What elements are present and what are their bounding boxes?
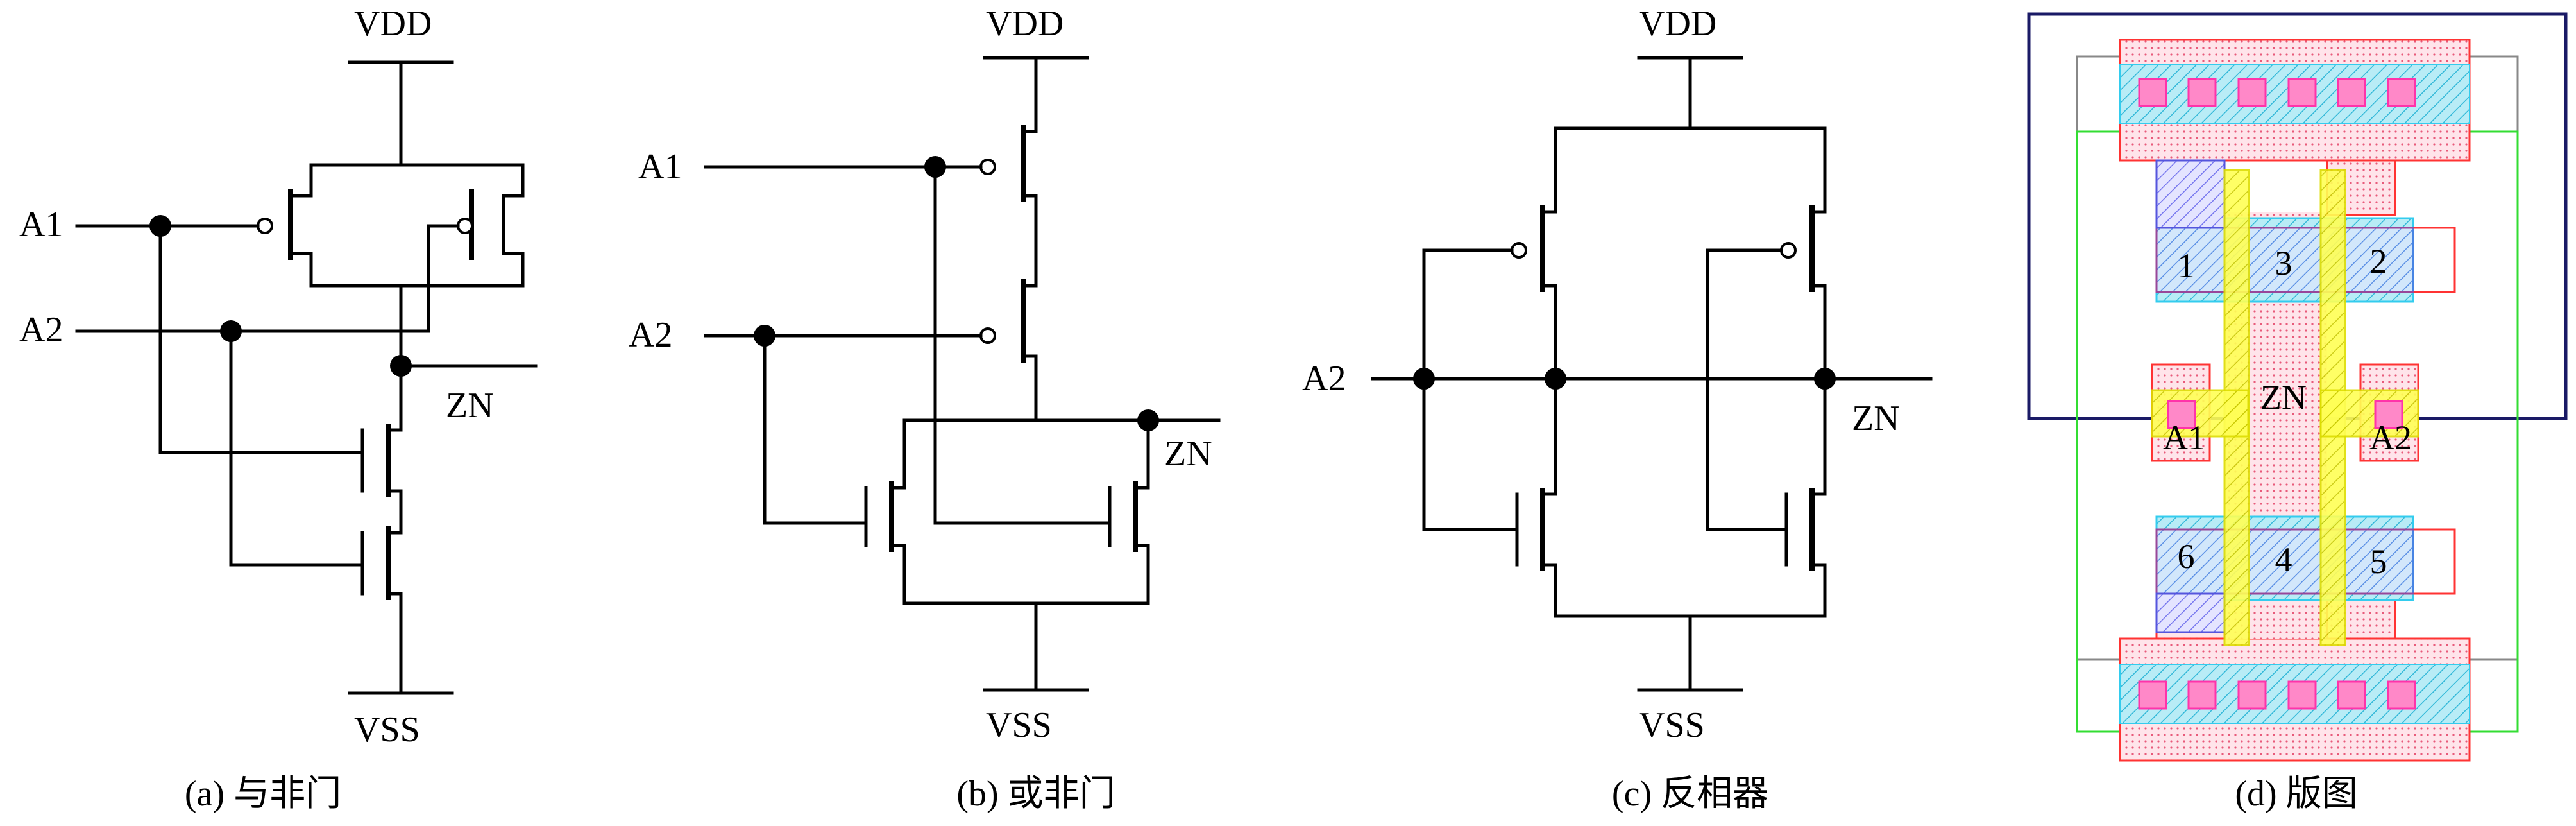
layout-caption: (d) 版图	[2235, 774, 2357, 814]
nand-caption: (a) 与非门	[185, 774, 341, 814]
region-label-3: 3	[2275, 244, 2292, 282]
region-label-4: 4	[2275, 540, 2292, 579]
nand-in2-label: A2	[19, 310, 63, 350]
inverter-caption: (c) 反相器	[1612, 774, 1768, 814]
nor-in1-label: A1	[638, 147, 682, 187]
inverter-out-label: ZN	[1852, 399, 1900, 438]
layout-in1-label: A1	[2163, 418, 2205, 457]
nor-out-label: ZN	[1164, 434, 1212, 474]
nand-vss-label: VSS	[354, 710, 420, 750]
layout-drawing: 1 3 2 6 4 5 A1 A2 ZN (d) 版图	[2027, 12, 2568, 814]
nand-schematic: VDD VSS A1 A2 ZN (a) 与非门	[19, 4, 538, 814]
inverter-vdd-label: VDD	[1639, 4, 1716, 44]
inverter-in-label: A2	[1302, 359, 1346, 399]
nand-out-label: ZN	[446, 386, 494, 426]
layout-out-label: ZN	[2260, 378, 2307, 417]
nor-vss-label: VSS	[986, 705, 1052, 745]
inverter-vss-label: VSS	[1639, 705, 1705, 745]
nor-in2-label: A2	[629, 315, 672, 355]
layout-in2-label: A2	[2369, 418, 2412, 457]
inverter-schematic: VDD VSS A2 ZN (c) 反相器	[1302, 4, 1933, 814]
region-label-1: 1	[2178, 246, 2195, 285]
nor-vdd-label: VDD	[986, 4, 1063, 44]
nand-in1-label: A1	[19, 205, 63, 245]
nand-vdd-label: VDD	[354, 4, 432, 44]
region-label-2: 2	[2370, 242, 2387, 280]
nor-schematic: VDD VSS A1 A2 ZN (b) 或非门	[629, 4, 1221, 814]
region-label-5: 5	[2370, 542, 2387, 581]
nor-caption: (b) 或非门	[956, 774, 1115, 814]
region-label-6: 6	[2178, 537, 2195, 576]
